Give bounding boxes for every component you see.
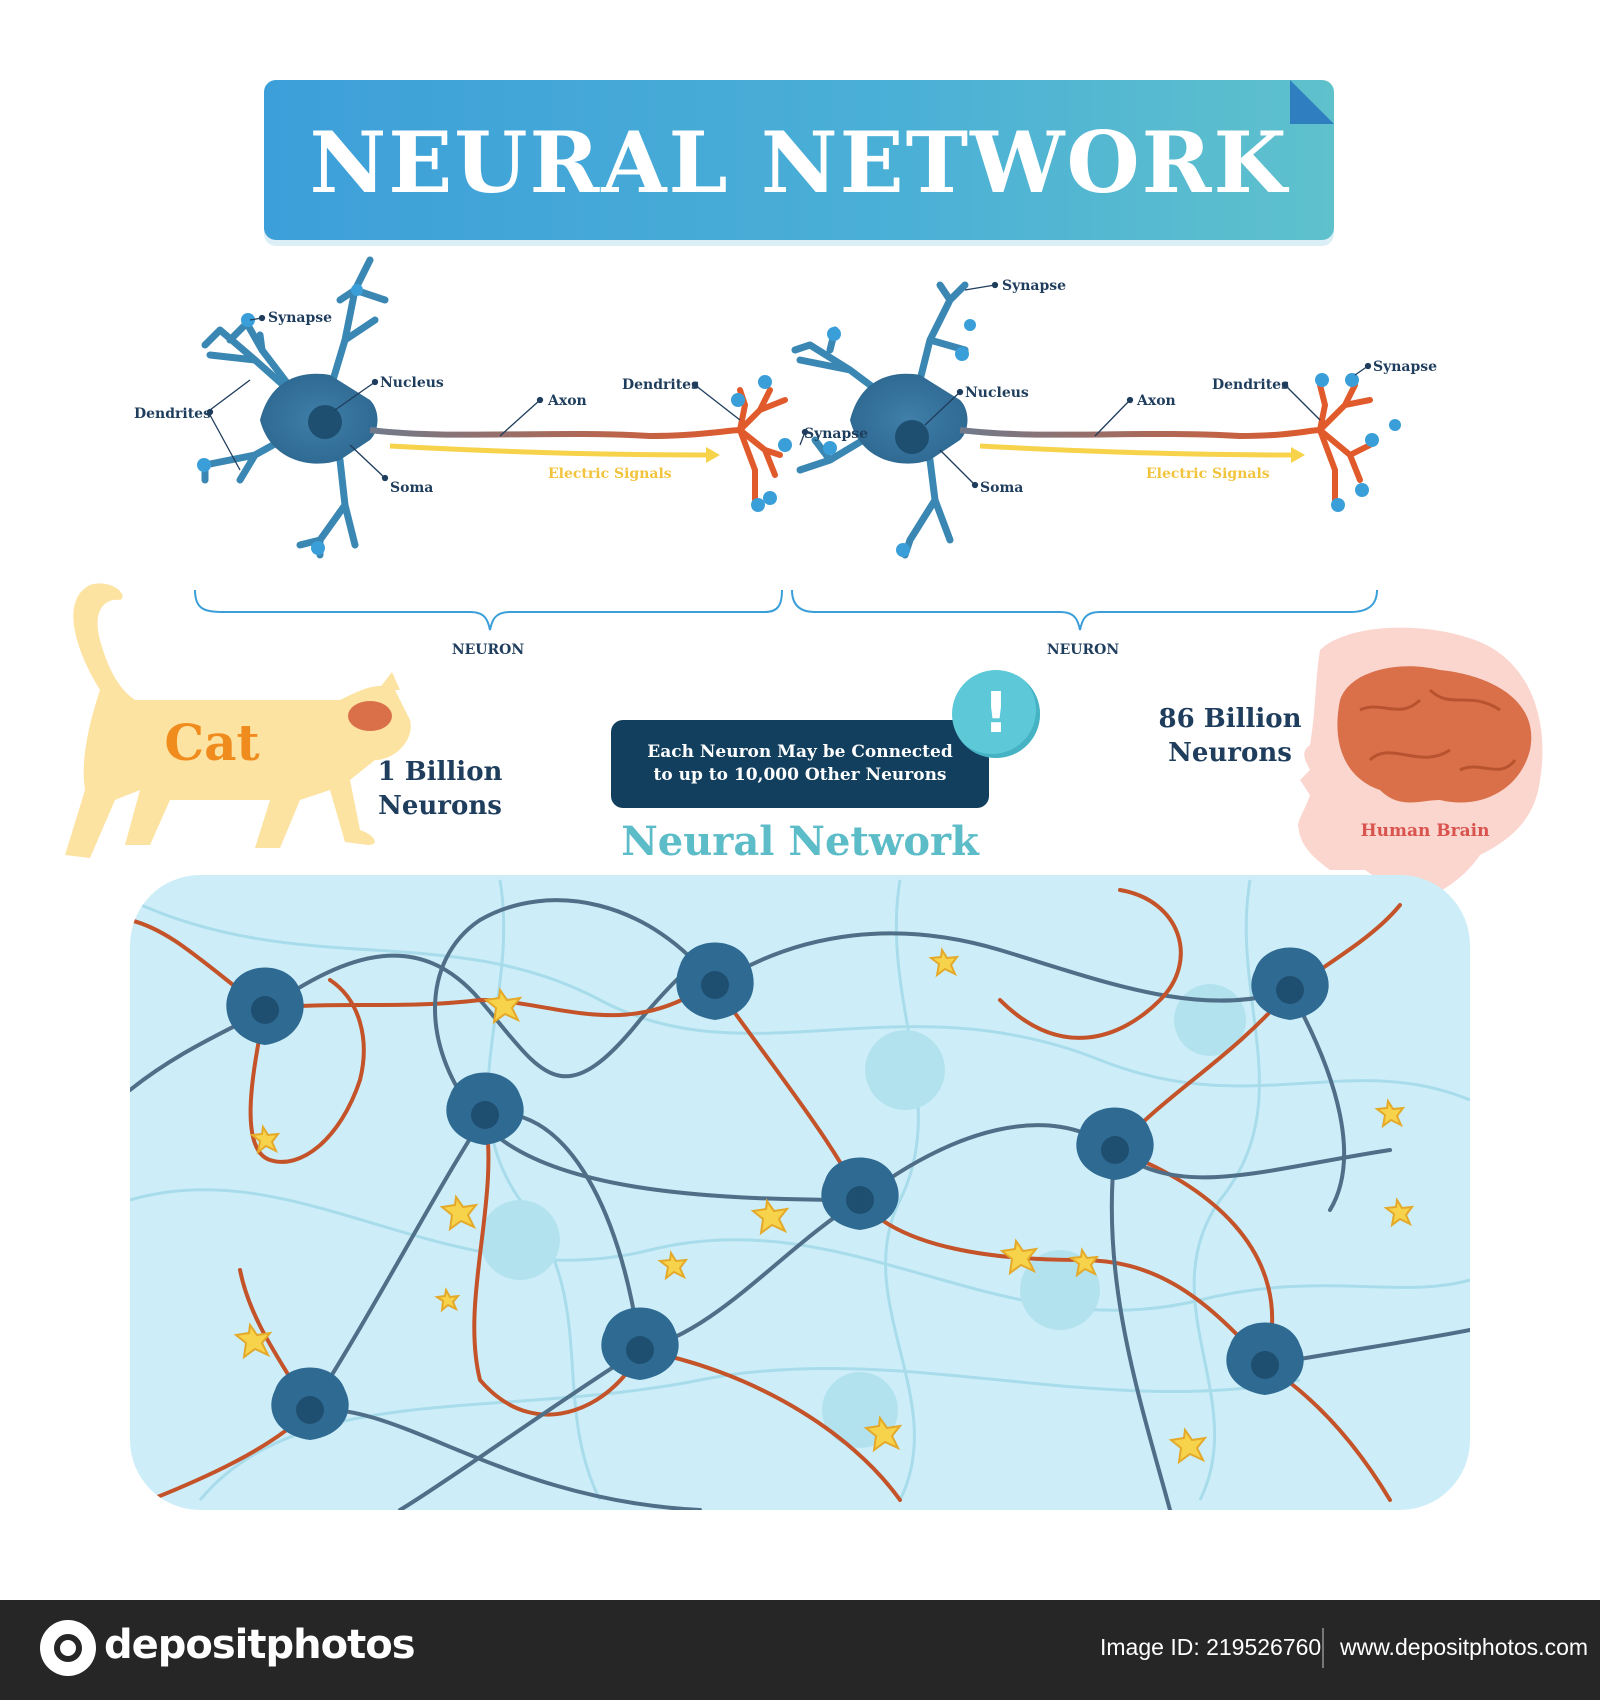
page-title: NEURAL NETWORK	[309, 113, 1289, 212]
label-synapse-2: Synapse	[1002, 278, 1066, 294]
cat-count-line2: Neurons	[378, 791, 502, 821]
network-panel	[130, 875, 1470, 1510]
label-soma-2: Soma	[980, 480, 1023, 496]
neuron-1-axon	[369, 427, 741, 440]
neuron-2-axon	[959, 427, 1321, 440]
footer-brand: depositphotos	[104, 1622, 416, 1668]
title-banner	[264, 80, 1334, 240]
label-soma-1: Soma	[390, 480, 433, 496]
neuron-1-signal-arrowhead	[706, 447, 720, 463]
background-connections	[130, 879, 1470, 1501]
cat-body	[65, 583, 411, 858]
synapse-sparks	[233, 947, 1415, 1465]
human-neuron-count: 86 Billion Neurons	[1150, 702, 1310, 770]
neuron-1	[197, 256, 792, 559]
neuron-2-signal-arrowhead	[1291, 447, 1305, 463]
neuron-2	[791, 281, 1401, 559]
neuron-2-terminal-tips	[1315, 373, 1401, 512]
neuron-brace-labels: NEURON NEURON	[452, 642, 1120, 658]
neuron-2-nucleus	[895, 420, 929, 454]
neuron-2-dendrite-tips	[823, 319, 976, 557]
neuron-label-pointers	[206, 281, 1372, 489]
cat-ear	[378, 672, 400, 690]
cat-count-line1: 1 Billion	[377, 757, 503, 787]
footer-url[interactable]: www.depositphotos.com	[1340, 1634, 1589, 1660]
label-electric-signals-1: Electric Signals	[548, 466, 672, 482]
neuron-2-brace	[791, 589, 1378, 631]
neuron-1-nucleus	[308, 405, 342, 439]
neuron-1-brace	[194, 589, 783, 631]
connection-callout: Each Neuron May be Connected to up to 10…	[611, 720, 989, 808]
label-electric-signals-2: Electric Signals	[1146, 466, 1270, 482]
logo-camera-icon	[54, 1634, 82, 1662]
label-nucleus-1: Nucleus	[380, 375, 444, 391]
human-head-illustration	[1298, 627, 1543, 910]
network-nuclei	[251, 971, 1304, 1424]
label-dendrites-3: Dendrites	[1212, 377, 1289, 393]
neuron-2-signal-arrow	[979, 443, 1296, 458]
neuron-1-dendrites	[201, 256, 389, 559]
footer-divider	[1322, 1628, 1324, 1668]
label-nucleus-2: Nucleus	[965, 385, 1029, 401]
label-dendrites-2: Dendrites	[622, 377, 699, 393]
label-neuron-1: NEURON	[452, 642, 525, 658]
signal-labels: Electric Signals Electric Signals	[548, 466, 1270, 482]
neuron-1-dendrite-tips	[197, 284, 363, 555]
label-dendrites-1: Dendrites	[134, 406, 211, 422]
cat-brain-icon	[348, 701, 392, 731]
cat-illustration	[65, 583, 411, 858]
neuron-labels: Synapse Nucleus Dendrites Axon Soma Dend…	[134, 278, 1437, 496]
human-brain-label: Human Brain	[1361, 821, 1490, 841]
label-neuron-2: NEURON	[1047, 642, 1120, 658]
callout-line1: Each Neuron May be Connected	[647, 742, 953, 762]
neuron-2-soma	[850, 373, 968, 464]
human-count-line1: 86 Billion	[1158, 704, 1302, 734]
neural-network-diagram: Synapse Nucleus Dendrites Axon Soma Dend…	[65, 256, 1543, 1510]
neuron-1-signal-arrow	[389, 443, 711, 458]
network-title: Neural Network	[621, 818, 979, 865]
neuron-1-terminal-tips	[731, 375, 792, 512]
footer-bar	[0, 1600, 1600, 1700]
cat-label: Cat	[164, 713, 259, 772]
alert-icon: !	[952, 670, 1040, 758]
network-content	[130, 879, 1470, 1510]
cat-neuron-count: 1 Billion Neurons	[360, 755, 520, 823]
callout-line2: to up to 10,000 Other Neurons	[653, 765, 947, 785]
label-synapse-4: Synapse	[1373, 359, 1437, 375]
label-synapse-3: Synapse	[804, 426, 868, 442]
human-count-line2: Neurons	[1168, 738, 1292, 768]
label-axon-1: Axon	[547, 393, 587, 409]
label-synapse-1: Synapse	[268, 310, 332, 326]
neuron-2-axon-terminals	[1317, 382, 1373, 503]
footer-image-id: Image ID: 219526760	[1100, 1634, 1322, 1660]
label-axon-2: Axon	[1136, 393, 1176, 409]
brain-folds	[1359, 688, 1517, 772]
neuron-braces	[194, 589, 1378, 631]
